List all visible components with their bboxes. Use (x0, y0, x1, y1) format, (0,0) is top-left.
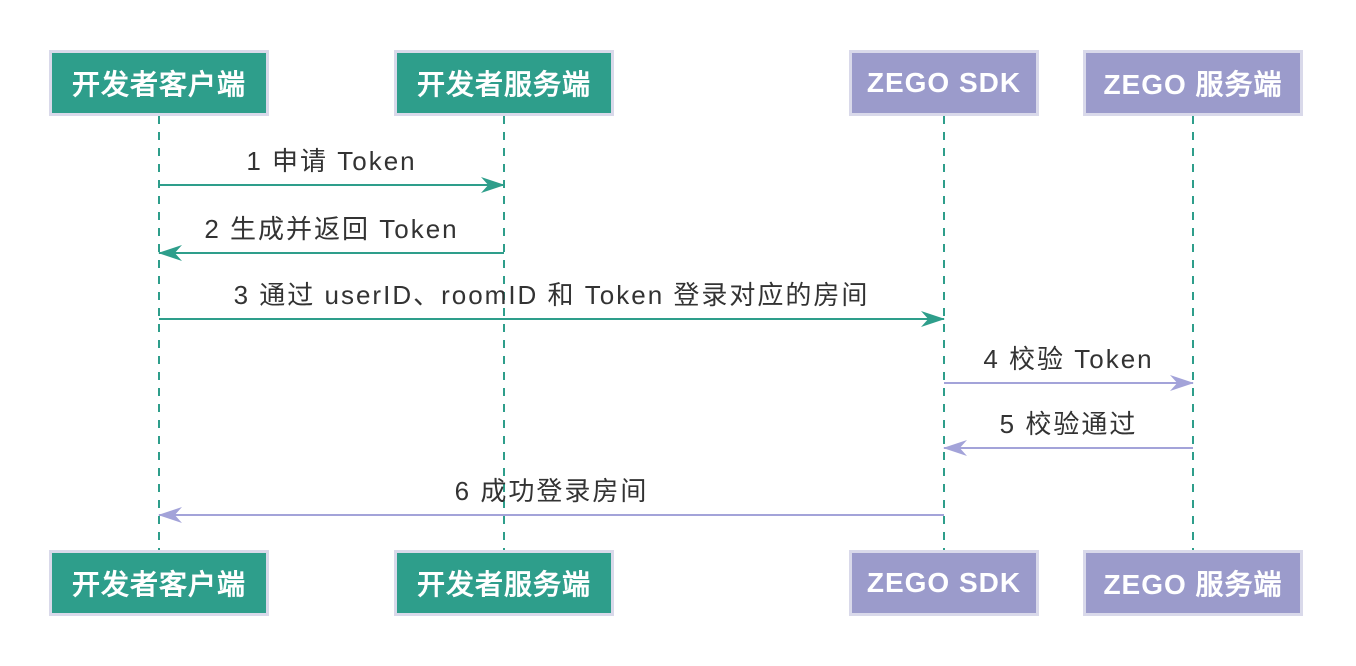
actor-label: 开发者客户端 (71, 569, 246, 600)
actor-bottom-developer-client: 开发者客户端 (49, 550, 269, 616)
lifeline-zego-sdk (943, 116, 945, 550)
message-4-line (944, 382, 1193, 384)
message-2-label: 2 生成并返回 Token (204, 214, 459, 244)
message-1-label: 1 申请 Token (246, 146, 417, 176)
message-4-label: 4 校验 Token (983, 344, 1154, 374)
actor-label: 开发者客户端 (71, 69, 246, 100)
message-5-line (944, 447, 1193, 449)
actor-label: ZEGO SDK (866, 67, 1022, 98)
lifeline-developer-client (158, 116, 160, 550)
actor-bottom-zego-server: ZEGO 服务端 (1083, 550, 1303, 616)
message-5-label: 5 校验通过 (999, 409, 1138, 439)
message-6-line (159, 514, 944, 516)
actor-top-developer-client: 开发者客户端 (49, 50, 269, 116)
actor-label: 开发者服务端 (416, 569, 591, 600)
actor-label: ZEGO 服务端 (1103, 69, 1283, 100)
actor-label: ZEGO 服务端 (1103, 569, 1283, 600)
message-6-label: 6 成功登录房间 (454, 476, 649, 506)
actor-bottom-developer-server: 开发者服务端 (394, 550, 614, 616)
actor-top-developer-server: 开发者服务端 (394, 50, 614, 116)
message-1-line (159, 184, 504, 186)
actor-top-zego-server: ZEGO 服务端 (1083, 50, 1303, 116)
actor-bottom-zego-sdk: ZEGO SDK (849, 550, 1039, 616)
actor-label: 开发者服务端 (416, 69, 591, 100)
lifeline-zego-server (1192, 116, 1194, 550)
lifeline-developer-server (503, 116, 505, 550)
message-2-line (159, 252, 504, 254)
message-3-line (159, 318, 944, 320)
message-3-label: 3 通过 userID、roomID 和 Token 登录对应的房间 (233, 280, 870, 310)
actor-label: ZEGO SDK (866, 567, 1022, 598)
actor-top-zego-sdk: ZEGO SDK (849, 50, 1039, 116)
